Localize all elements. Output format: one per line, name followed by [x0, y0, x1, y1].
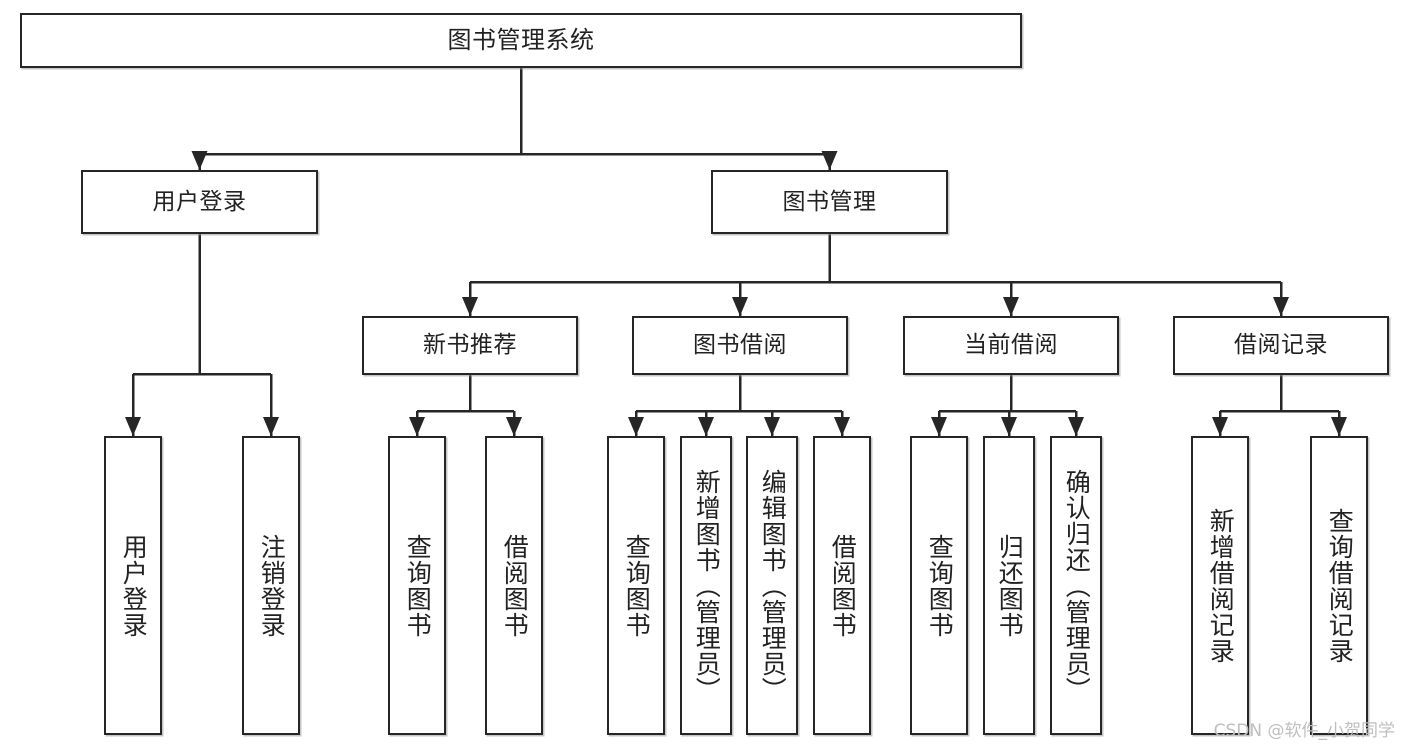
leaf-query-record[interactable]: 查询借阅记录 — [1310, 436, 1368, 735]
leaf-edit-book-label: 编辑图书（管理员） — [758, 468, 788, 703]
node-root[interactable]: 图书管理系统 — [20, 13, 1022, 68]
leaf-user-login[interactable]: 用户登录 — [104, 436, 162, 735]
leaf-query-record-label: 查询借阅记录 — [1325, 507, 1355, 664]
node-borrow-record[interactable]: 借阅记录 — [1173, 316, 1389, 375]
leaf-query-book-borrow-label: 查询图书 — [622, 533, 652, 638]
node-current-borrow-label: 当前借阅 — [964, 332, 1058, 359]
leaf-confirm-return-label: 确认归还（管理员） — [1062, 468, 1092, 703]
node-new-book-rec[interactable]: 新书推荐 — [362, 316, 578, 375]
leaf-add-book[interactable]: 新增图书（管理员） — [680, 436, 732, 735]
leaf-query-book-borrow[interactable]: 查询图书 — [607, 436, 665, 735]
leaf-borrow-book-label: 借阅图书 — [828, 533, 858, 638]
leaf-borrow-book-rec[interactable]: 借阅图书 — [485, 436, 543, 735]
leaf-return-book-label: 归还图书 — [995, 533, 1025, 638]
leaf-logout[interactable]: 注销登录 — [242, 436, 300, 735]
node-borrow-record-label: 借阅记录 — [1234, 332, 1328, 359]
node-book-borrow[interactable]: 图书借阅 — [632, 316, 848, 375]
node-user-login[interactable]: 用户登录 — [81, 170, 318, 234]
node-user-login-label: 用户登录 — [152, 188, 247, 215]
leaf-user-login-label: 用户登录 — [119, 533, 149, 638]
leaf-edit-book[interactable]: 编辑图书（管理员） — [746, 436, 798, 735]
leaf-confirm-return[interactable]: 确认归还（管理员） — [1050, 436, 1102, 735]
leaf-query-book-cur-label: 查询图书 — [925, 533, 955, 638]
node-book-manage[interactable]: 图书管理 — [711, 170, 948, 234]
leaf-add-book-label: 新增图书（管理员） — [692, 468, 722, 703]
leaf-logout-label: 注销登录 — [257, 533, 287, 638]
node-current-borrow[interactable]: 当前借阅 — [903, 316, 1119, 375]
leaf-query-book-rec-label: 查询图书 — [403, 533, 433, 638]
leaf-query-book-rec[interactable]: 查询图书 — [388, 436, 446, 735]
node-root-label: 图书管理系统 — [447, 25, 595, 54]
leaf-query-book-cur[interactable]: 查询图书 — [910, 436, 968, 735]
node-book-borrow-label: 图书借阅 — [693, 332, 787, 359]
leaf-borrow-book-rec-label: 借阅图书 — [500, 533, 530, 638]
leaf-add-record-label: 新增借阅记录 — [1206, 507, 1236, 664]
leaf-return-book[interactable]: 归还图书 — [983, 436, 1035, 735]
node-new-book-rec-label: 新书推荐 — [423, 332, 517, 359]
leaf-borrow-book[interactable]: 借阅图书 — [813, 436, 871, 735]
node-book-manage-label: 图书管理 — [782, 188, 877, 215]
leaf-add-record[interactable]: 新增借阅记录 — [1191, 436, 1249, 735]
